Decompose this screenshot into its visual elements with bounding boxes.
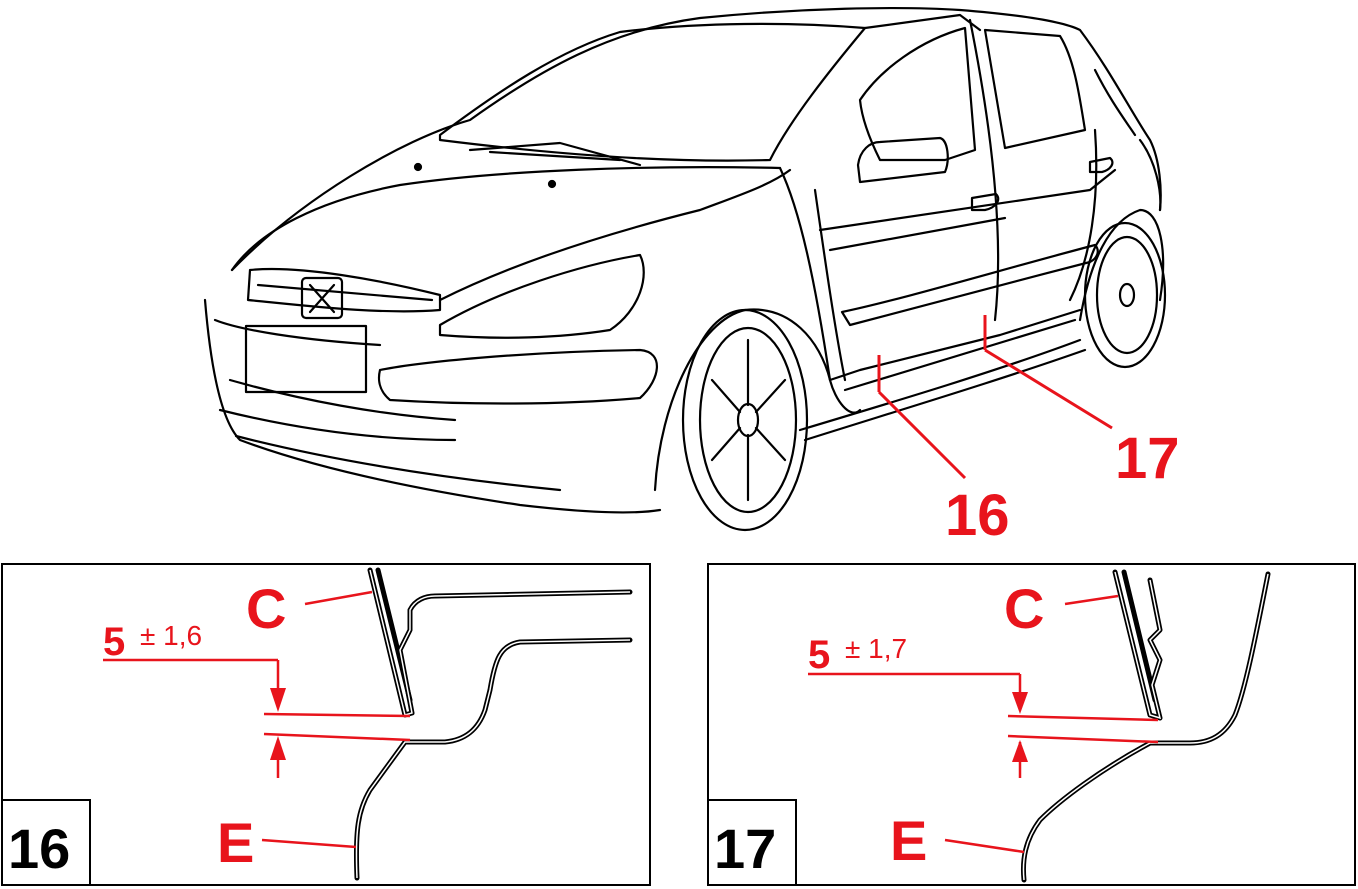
- dimension-tolerance-17: ± 1,7: [845, 633, 907, 664]
- leader-17: [984, 348, 1113, 430]
- callout-label-16: 16: [945, 483, 1010, 548]
- leader-e-17: [944, 838, 1025, 854]
- car-illustration: [203, 6, 1167, 532]
- arrow-up-17: [1012, 740, 1028, 762]
- arrow-up-16: [270, 736, 286, 760]
- detail-tag-box-17: [707, 799, 797, 886]
- part-label-e-17: E: [890, 809, 927, 872]
- callout-markers: [877, 315, 1113, 480]
- section-profile-16: [353, 567, 633, 881]
- detail-frame-16: [1, 563, 651, 886]
- part-label-c-16: C: [246, 577, 286, 640]
- dimension-value-16: 5: [103, 620, 125, 664]
- detail-frame-17: [707, 563, 1356, 886]
- leader-c-16: [304, 590, 373, 606]
- dimension-value-17: 5: [808, 633, 830, 677]
- dimension-tolerance-16: ± 1,6: [140, 620, 202, 651]
- detail-tag-box-16: [1, 799, 91, 886]
- arrow-down-17: [1012, 692, 1028, 714]
- detail-tag-label-17: 17: [714, 817, 776, 880]
- leader-e-16: [261, 838, 357, 849]
- leader-16: [877, 390, 967, 480]
- part-label-e-16: E: [217, 811, 254, 874]
- part-label-c-17: C: [1004, 577, 1044, 640]
- arrow-down-16: [270, 688, 286, 712]
- section-profile-17: [1020, 569, 1271, 883]
- detail-panel-16: 16 C E 5 ± 1,6: [1, 563, 651, 886]
- leader-c-17: [1064, 594, 1119, 606]
- callout-label-17: 17: [1115, 426, 1180, 491]
- detail-tag-label-16: 16: [8, 817, 70, 880]
- detail-panel-17: 17 C E 5 ± 1,7: [707, 563, 1356, 886]
